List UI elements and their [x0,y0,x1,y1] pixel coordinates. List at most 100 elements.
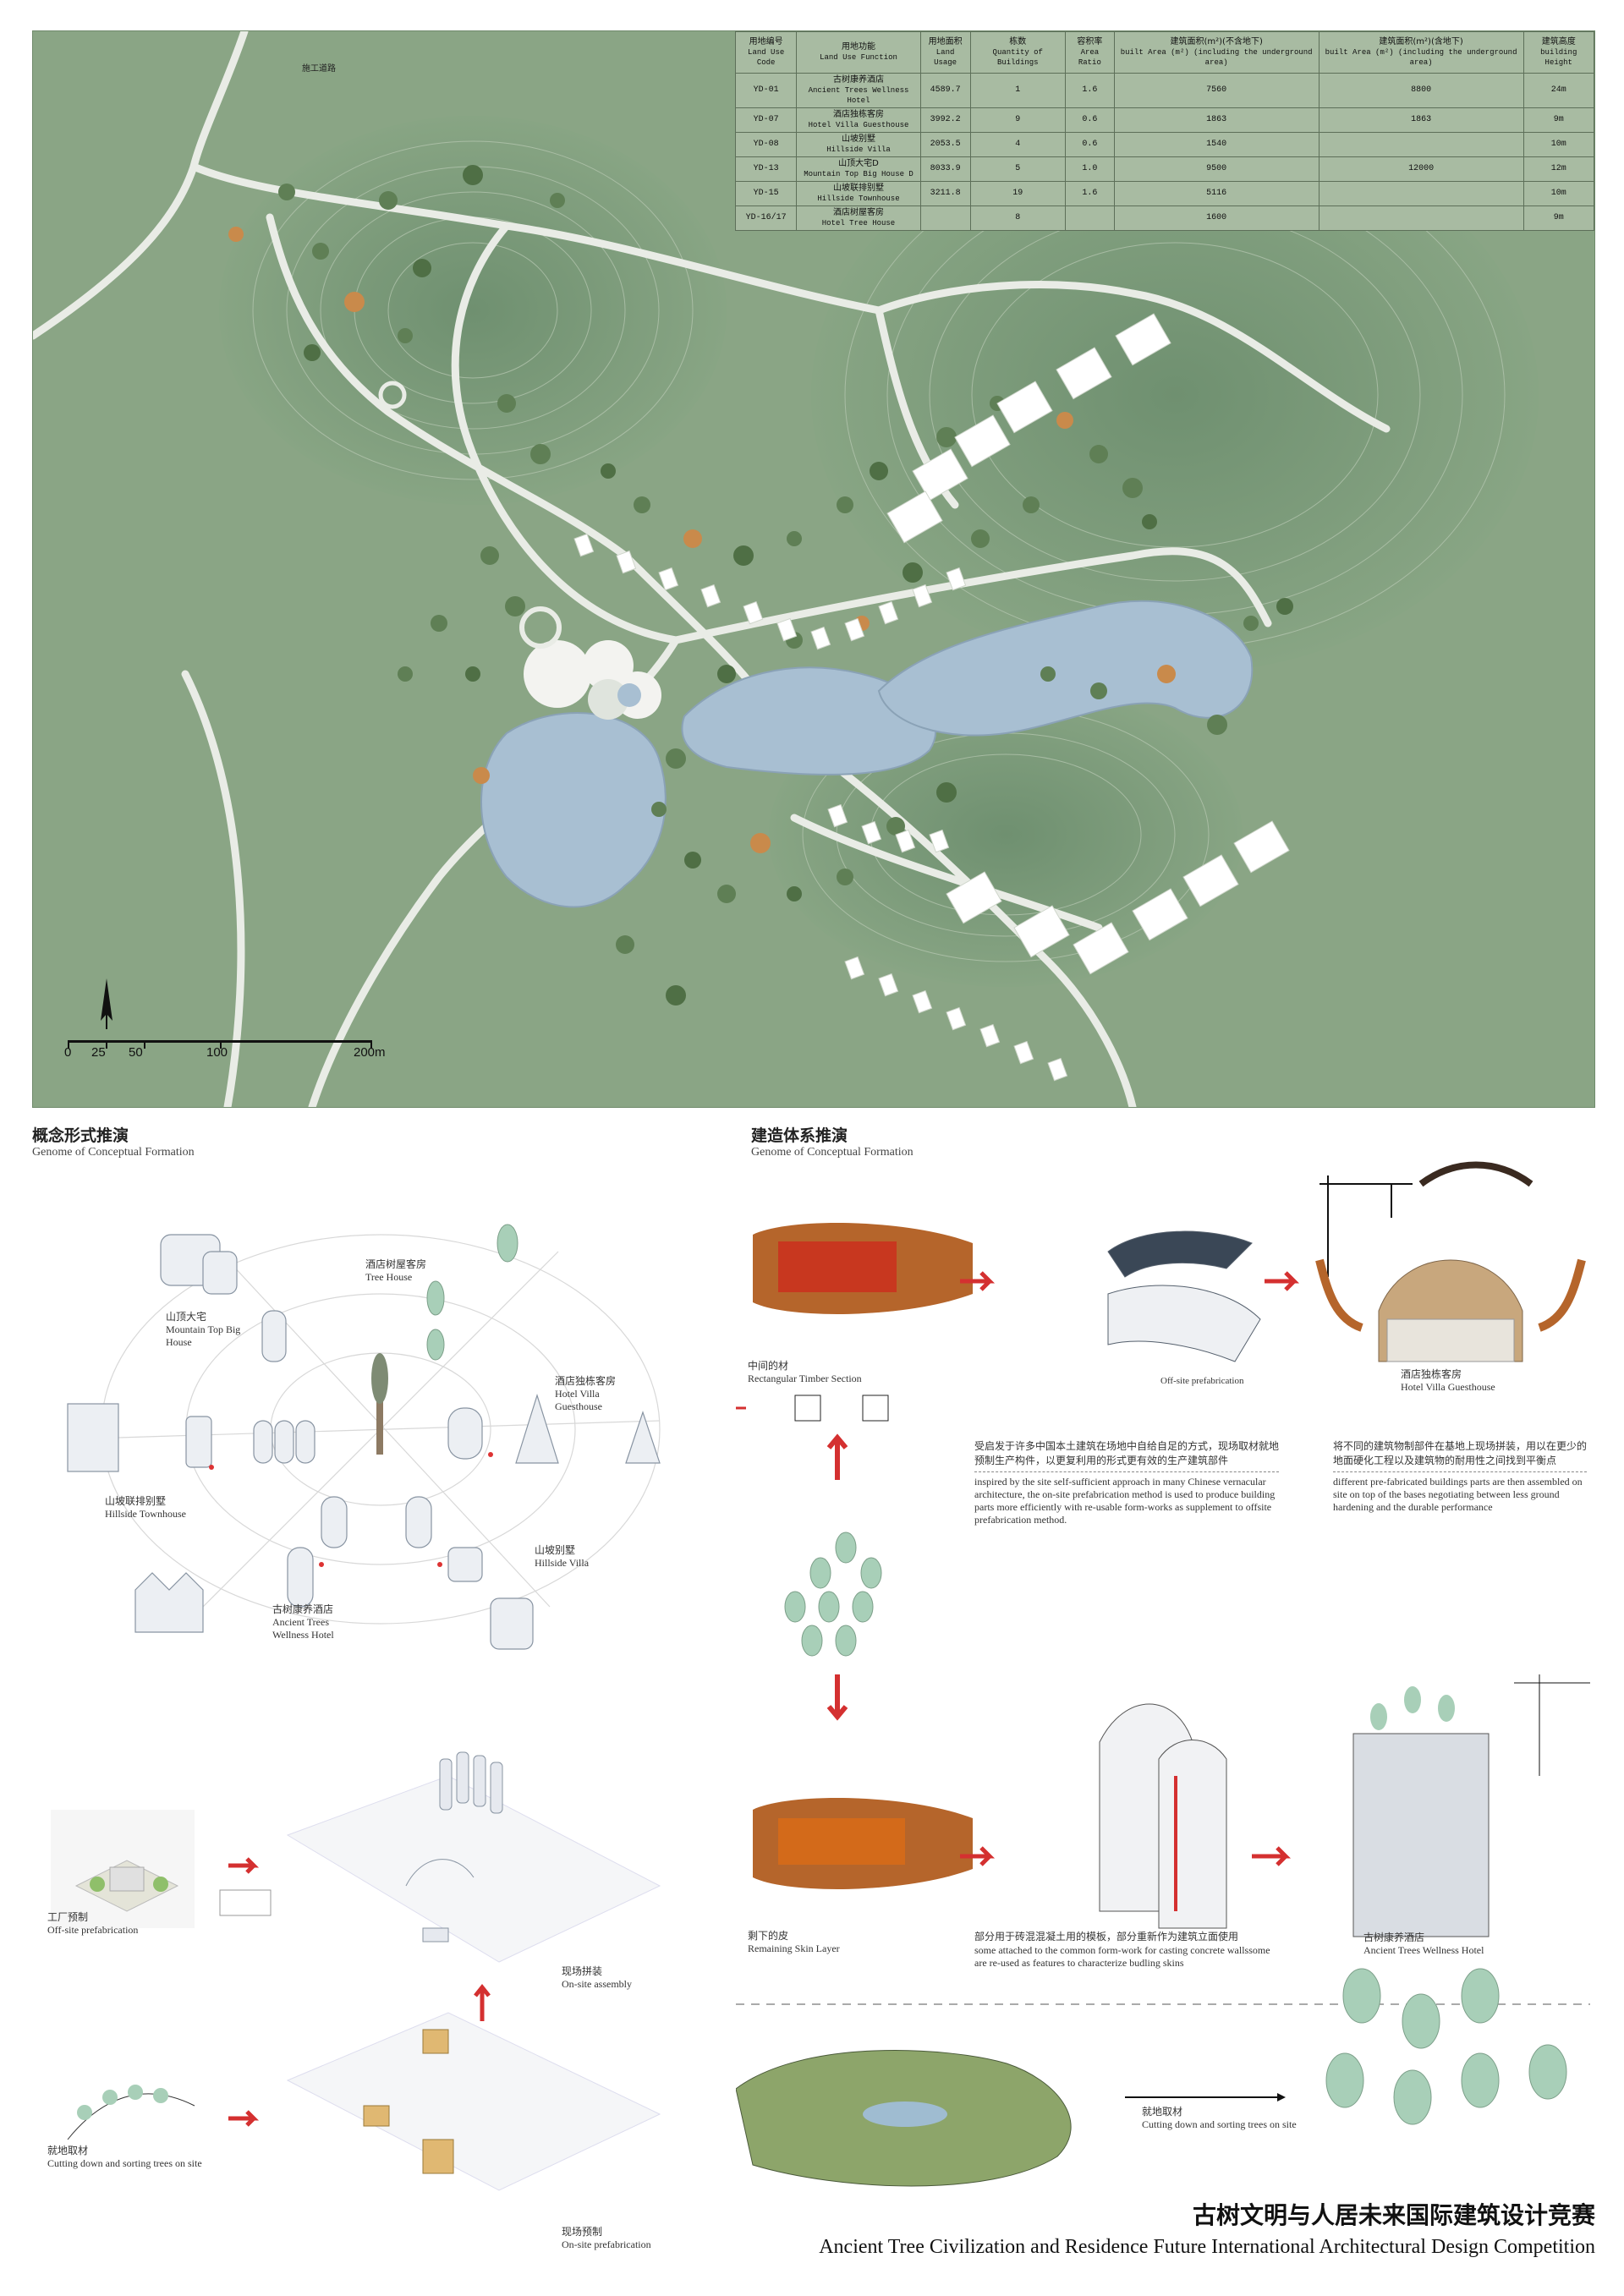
label-timber: 中间的材 Rectangular Timber Section [748,1360,862,1384]
red-arrows [209,1452,493,1567]
prefab-plane [286,2012,661,2191]
tree-icon [278,184,295,200]
table-cell-built_ug: 8800 [1318,73,1524,108]
tree-icon [530,444,551,464]
villa-guest-model [447,1407,483,1460]
para-assembly: 将不同的建筑物制部件在基地上现场拼装，用以在更少的地面硬化工程以及建筑物的耐用性… [1333,1440,1588,1513]
function-zh: 酒店树屋客房 [833,208,884,217]
tree-icon [684,852,701,869]
function-zh: 古树康养酒店 [833,75,884,85]
label-cutting-left: 就地取材 Cutting down and sorting trees on s… [47,2145,202,2169]
footer-title-zh: 古树文明与人居未来国际建筑设计竞赛 [1192,2201,1595,2229]
table-cell-area: 2053.5 [919,132,971,157]
tree-icon [837,869,853,885]
building-footprint [810,626,831,650]
table-cell-height: 24m [1522,73,1594,108]
function-zh: 山坡别墅 [842,134,875,144]
scale-tick-0: 0 [64,1045,72,1060]
tree-icon [870,462,888,480]
table-cell-code: YD-01 [734,73,798,108]
tree-icon [1157,665,1176,683]
tree-icon [1276,598,1293,615]
assembly-plane [286,1775,661,1963]
header-zh: 建筑高度 [1541,37,1576,47]
tree-icon [837,496,853,513]
central-tree-icon [371,1353,388,1455]
function-zh: 山坡联排别墅 [833,184,884,193]
construction-title-en: Genome of Conceptual Formation [751,1146,914,1159]
buildings [573,313,1290,1082]
function-en: Hillside Villa [826,145,891,154]
header-en: Land Usage [934,48,957,67]
table-cell-built_ug [1318,181,1524,206]
table-cell-built_ug [1318,132,1524,157]
table-cell-code: YD-07 [734,107,798,133]
table-cell-ratio: 1.0 [1065,156,1115,182]
header-zh: 用地面积 [928,37,963,47]
tree-icon [1089,445,1108,463]
table-cell-qty: 4 [969,132,1067,157]
table-cell-height: 9m [1522,205,1594,231]
building-footprint [776,617,798,642]
label-hillside-villa: 山坡别墅 Hillside Villa [535,1544,590,1569]
building-footprint [878,973,899,997]
tree-icon [312,243,329,260]
hill-east [811,116,1539,674]
timber-log-icon [753,1223,973,1314]
building-footprint [1056,347,1112,400]
tree-icon [413,259,431,277]
label-cutting-right: 就地取材 Cutting down and sorting trees on s… [1142,2106,1297,2130]
table-header-cell: 建筑面积(m²)(含地下)built Area (m²) (including … [1318,31,1524,74]
label-onsite-prefab: 现场预制 On-site prefabrication [562,2226,651,2250]
building-footprint [1047,1057,1068,1082]
building-footprint [743,600,764,625]
tree-icon [634,496,650,513]
table-cell-built_ug [1318,205,1524,231]
tree-icon [886,817,905,836]
function-en: Hotel Villa Guesthouse [808,121,909,129]
table-cell-built: 5116 [1113,181,1320,206]
table-cell-ratio: 0.6 [1065,107,1115,133]
tree-icon [228,227,244,242]
table-cell-code: YD-13 [734,156,798,182]
table-cell-code: YD-08 [734,132,798,157]
header-en: Land Use Function [820,53,897,62]
lumber-stack-icon [422,2139,454,2174]
building-footprint [1013,905,1070,958]
scale-tick-100: 100 [206,1045,228,1060]
table-cell-height: 10m [1522,132,1594,157]
scale-bar: 0 25 50 100 200m [64,1040,389,1091]
tree-icon [936,782,957,803]
tree-icon [463,165,483,185]
header-zh: 容积率 [1077,37,1103,47]
tree-icon [480,546,499,565]
table-cell-ratio: 1.6 [1065,181,1115,206]
building-footprint [878,600,899,625]
building-footprint [658,567,679,591]
table-cell-built: 7560 [1113,73,1320,108]
villa-dome-icon [1315,1258,1586,1362]
building-footprint [861,820,882,845]
tree-icon [666,985,686,1006]
header-zh: 建筑面积(m²)(含地下) [1379,37,1463,47]
tree-icon [787,531,802,546]
scale-tick-25: 25 [91,1045,106,1060]
table-cell-code: YD-15 [734,181,798,206]
header-zh: 用地功能 [842,42,875,52]
table-cell-area: 8033.9 [919,156,971,182]
table-cell-area [919,205,971,231]
table-cell-height: 10m [1522,181,1594,206]
building-footprint [700,584,721,608]
label-onsite-assembly: 现场拼装 On-site assembly [562,1965,632,1990]
vault-parts-icon [1107,1230,1261,1362]
tree-icon [1040,666,1056,682]
building-footprint [979,1023,1001,1048]
